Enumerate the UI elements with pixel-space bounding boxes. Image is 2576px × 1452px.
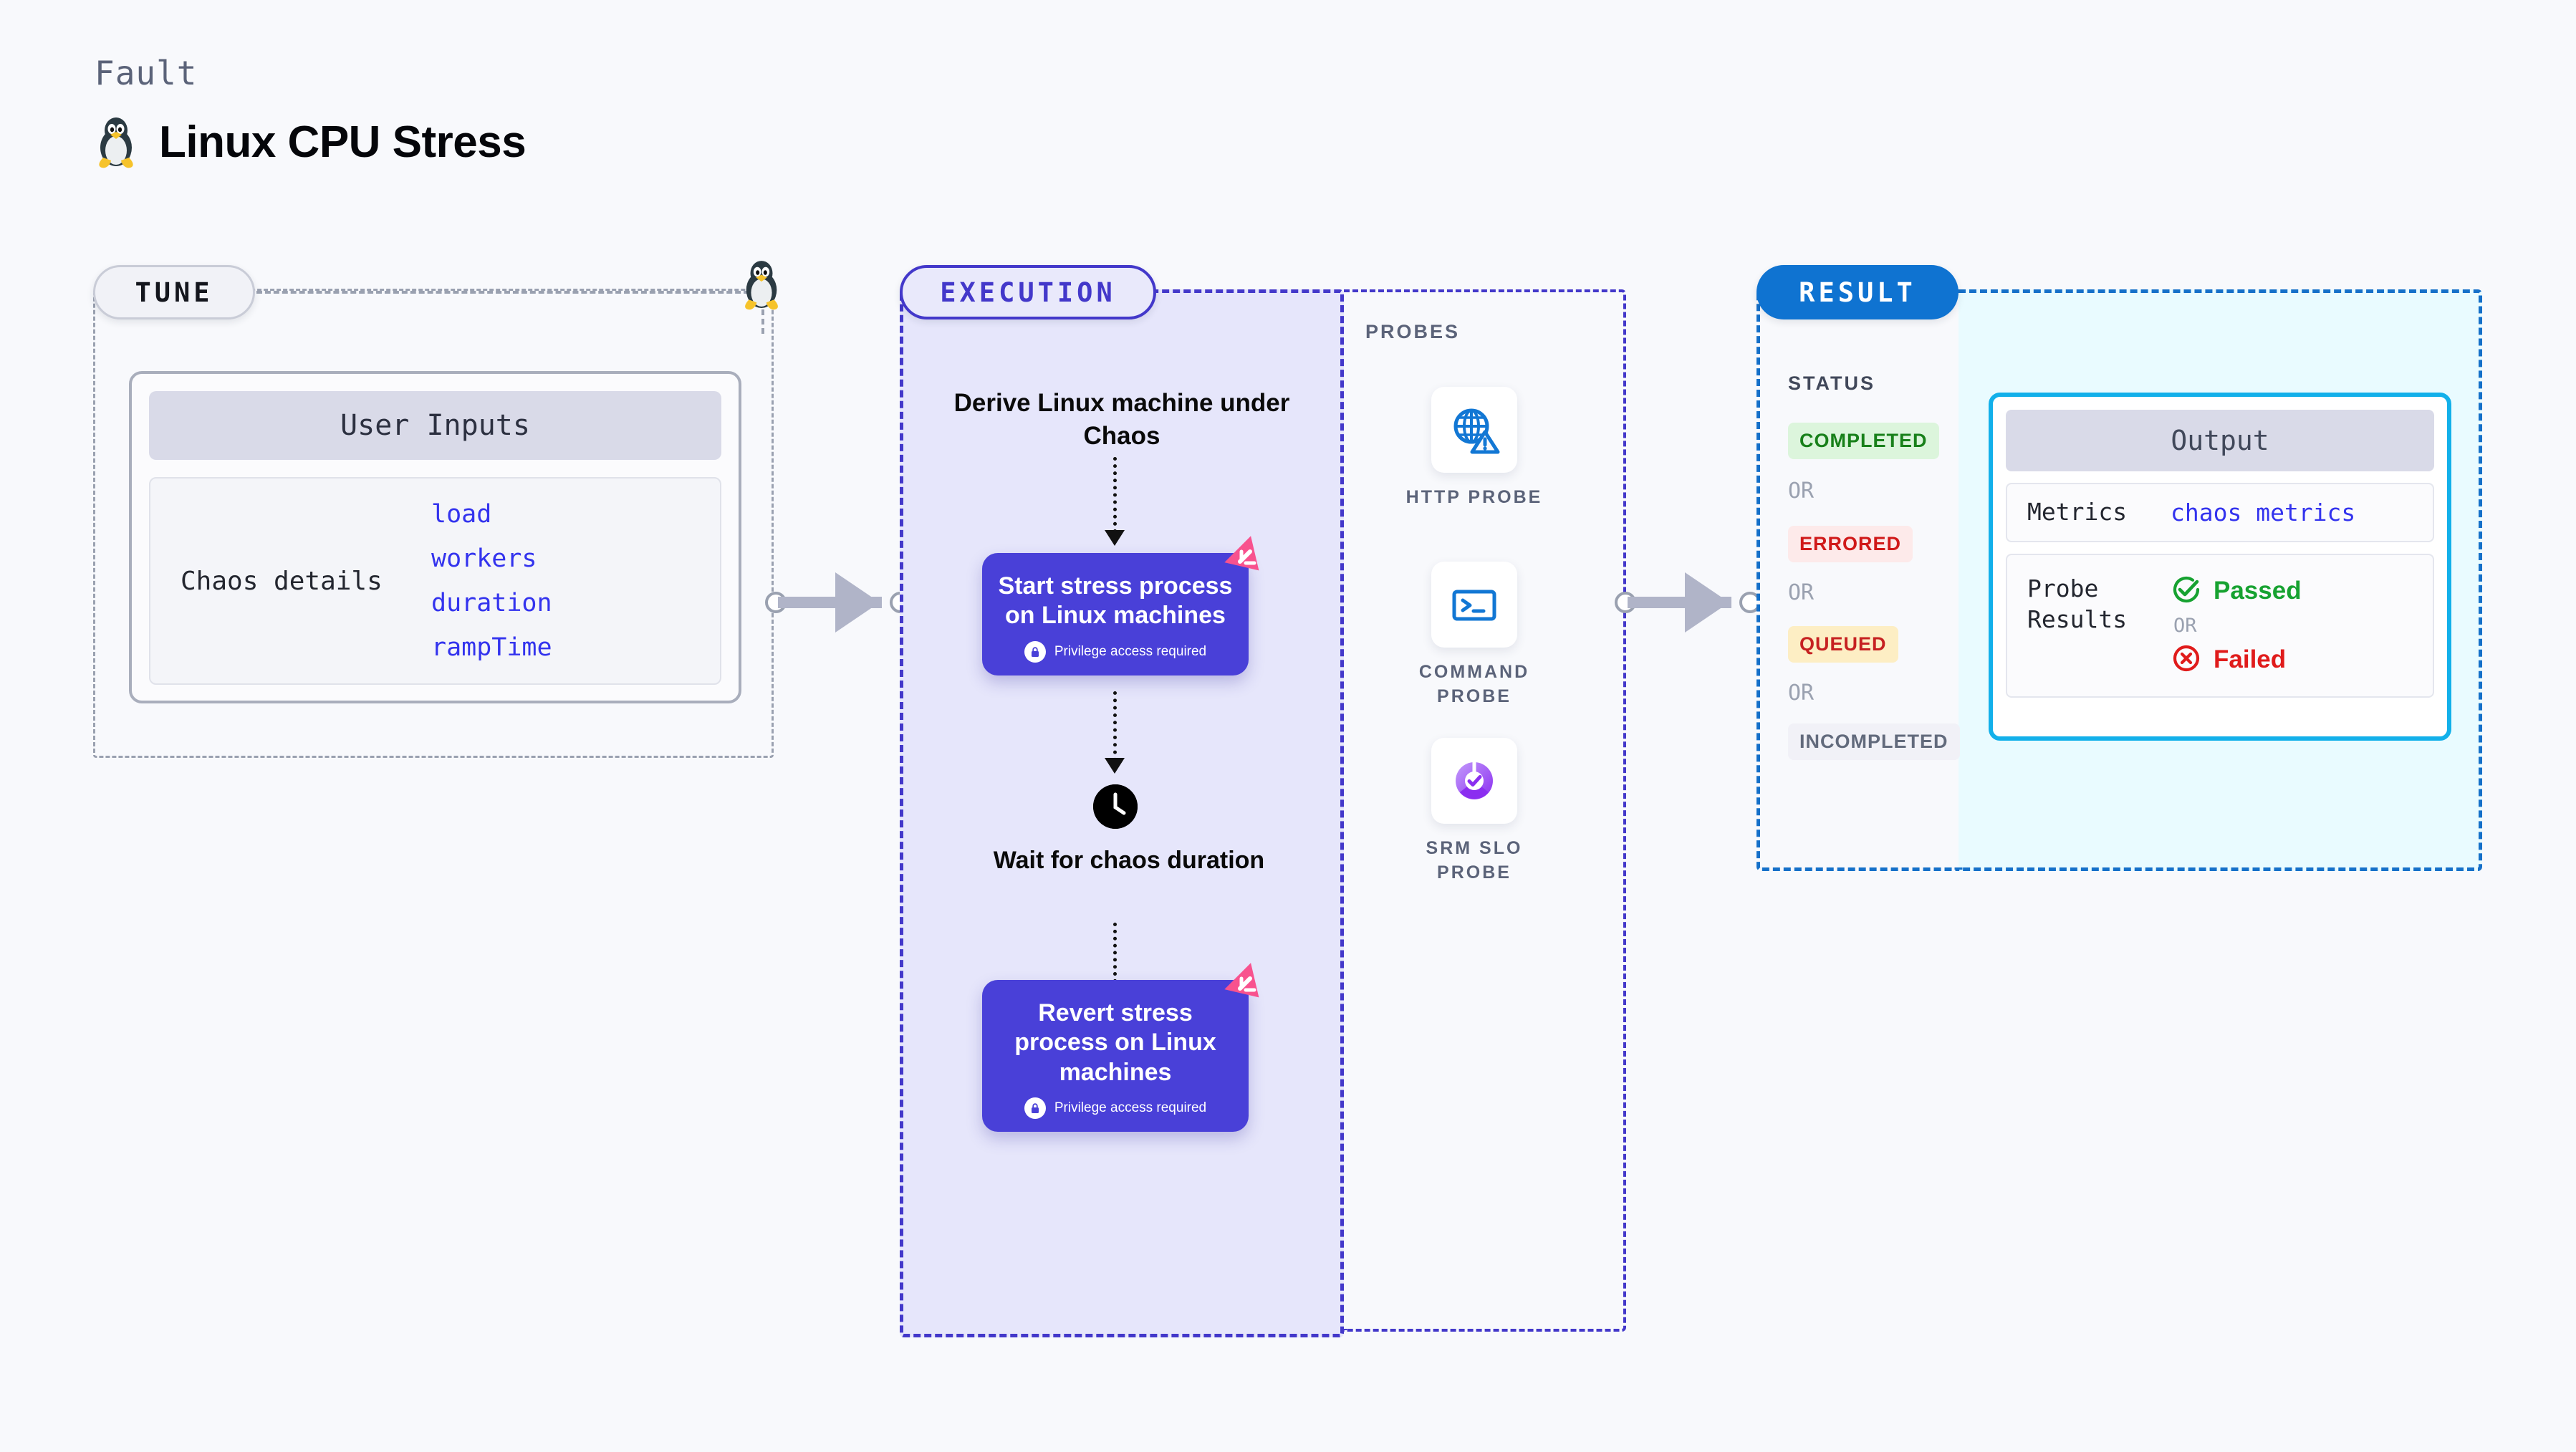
probe-result-or: OR bbox=[2173, 614, 2197, 637]
execution-step-derive: Derive Linux machine under Chaos bbox=[953, 389, 1290, 450]
output-metrics-row: Metrics chaos metrics bbox=[2006, 483, 2434, 542]
connector-arrowhead bbox=[1685, 572, 1729, 633]
linux-penguin-icon bbox=[93, 115, 139, 169]
action-revert-stress[interactable]: Revert stress process on Linux machines … bbox=[982, 963, 1259, 1133]
flow-line-2 bbox=[1113, 691, 1117, 761]
probe-command[interactable]: COMMAND PROBE bbox=[1419, 562, 1527, 709]
privilege-note-text: Privilege access required bbox=[1054, 643, 1207, 659]
input-ramptime[interactable]: rampTime bbox=[431, 633, 552, 662]
connector-arrowhead bbox=[835, 572, 880, 633]
probe-result-passed-label: Passed bbox=[2214, 577, 2302, 605]
output-metrics-value[interactable]: chaos metrics bbox=[2171, 498, 2356, 527]
result-panel bbox=[1756, 289, 1959, 871]
chaos-badge-icon bbox=[1224, 963, 1267, 1006]
slo-donut-check-icon bbox=[1431, 738, 1517, 824]
status-or-2: OR bbox=[1788, 580, 1815, 605]
lock-icon bbox=[1024, 1097, 1046, 1120]
execution-pill[interactable]: EXECUTION bbox=[900, 265, 1156, 319]
probe-result-failed: Failed bbox=[2171, 643, 2302, 678]
chaos-details-row: Chaos details load workers duration ramp… bbox=[149, 477, 721, 685]
tune-pill[interactable]: TUNE bbox=[93, 265, 255, 319]
user-inputs-header: User Inputs bbox=[149, 391, 721, 460]
probe-command-label: COMMAND PROBE bbox=[1418, 662, 1530, 706]
status-or-3: OR bbox=[1788, 681, 1815, 706]
probe-srm-slo[interactable]: SRM SLO PROBE bbox=[1426, 738, 1520, 885]
status-badge-incompleted: INCOMPLETED bbox=[1788, 723, 1960, 760]
flow-arrowhead-1 bbox=[1105, 530, 1125, 546]
output-metrics-label: Metrics bbox=[2027, 498, 2128, 526]
tune-linux-penguin-icon bbox=[739, 258, 784, 314]
action-start-stress-label: Start stress process on Linux machines bbox=[998, 572, 1233, 630]
page-title: Linux CPU Stress bbox=[159, 117, 527, 167]
flow-line-1 bbox=[1113, 457, 1117, 533]
execution-step-wait: Wait for chaos duration bbox=[993, 847, 1265, 874]
output-header: Output bbox=[2006, 410, 2434, 471]
status-or-1: OR bbox=[1788, 479, 1815, 504]
output-probe-results-row: Probe Results Passed OR bbox=[2006, 553, 2434, 698]
input-workers[interactable]: workers bbox=[431, 544, 537, 573]
check-circle-icon bbox=[2171, 574, 2202, 609]
terminal-prompt-icon bbox=[1431, 562, 1517, 648]
globe-warning-icon bbox=[1431, 387, 1517, 473]
lock-icon bbox=[1024, 640, 1046, 663]
privilege-note-text: Privilege access required bbox=[1054, 1100, 1207, 1116]
x-circle-icon bbox=[2171, 643, 2202, 678]
probe-srm-slo-label: SRM SLO PROBE bbox=[1426, 838, 1523, 883]
user-inputs-card: User Inputs Chaos details load workers d… bbox=[129, 371, 741, 703]
tune-penguin-connector-drop bbox=[761, 291, 764, 334]
chaos-details-label: Chaos details bbox=[181, 566, 383, 596]
flow-line-3 bbox=[1113, 923, 1117, 983]
status-badge-completed: COMPLETED bbox=[1788, 423, 1939, 459]
page-title-row: Linux CPU Stress bbox=[93, 115, 527, 169]
input-duration[interactable]: duration bbox=[431, 589, 552, 617]
flow-arrowhead-2 bbox=[1105, 758, 1125, 774]
chaos-badge-icon bbox=[1224, 536, 1267, 579]
action-start-stress[interactable]: Start stress process on Linux machines P… bbox=[982, 536, 1259, 675]
clock-icon bbox=[1093, 784, 1138, 829]
status-title: STATUS bbox=[1788, 372, 1875, 394]
tune-penguin-connector bbox=[256, 291, 758, 294]
chaos-details-values: load workers duration rampTime bbox=[431, 500, 552, 662]
action-revert-stress-note: Privilege access required bbox=[998, 1097, 1233, 1120]
probe-result-failed-label: Failed bbox=[2214, 645, 2287, 674]
action-start-stress-note: Privilege access required bbox=[998, 640, 1233, 663]
status-badge-errored: ERRORED bbox=[1788, 526, 1913, 562]
probe-http-label: HTTP PROBE bbox=[1405, 487, 1543, 507]
probes-title: PROBES bbox=[1365, 321, 1461, 342]
probe-result-passed: Passed bbox=[2171, 574, 2302, 609]
status-badge-queued: QUEUED bbox=[1788, 626, 1898, 663]
output-card: Output Metrics chaos metrics Probe Resul… bbox=[1989, 393, 2451, 741]
action-revert-stress-label: Revert stress process on Linux machines bbox=[1014, 999, 1216, 1086]
tune-panel bbox=[93, 289, 774, 758]
output-probe-results-label: Probe Results bbox=[2027, 574, 2128, 633]
probe-http[interactable]: HTTP PROBE bbox=[1406, 387, 1540, 510]
probe-result-options: Passed OR Failed bbox=[2171, 574, 2302, 678]
result-pill[interactable]: RESULT bbox=[1756, 265, 1959, 319]
page-kicker: Fault bbox=[95, 54, 198, 92]
input-load[interactable]: load bbox=[431, 500, 492, 529]
